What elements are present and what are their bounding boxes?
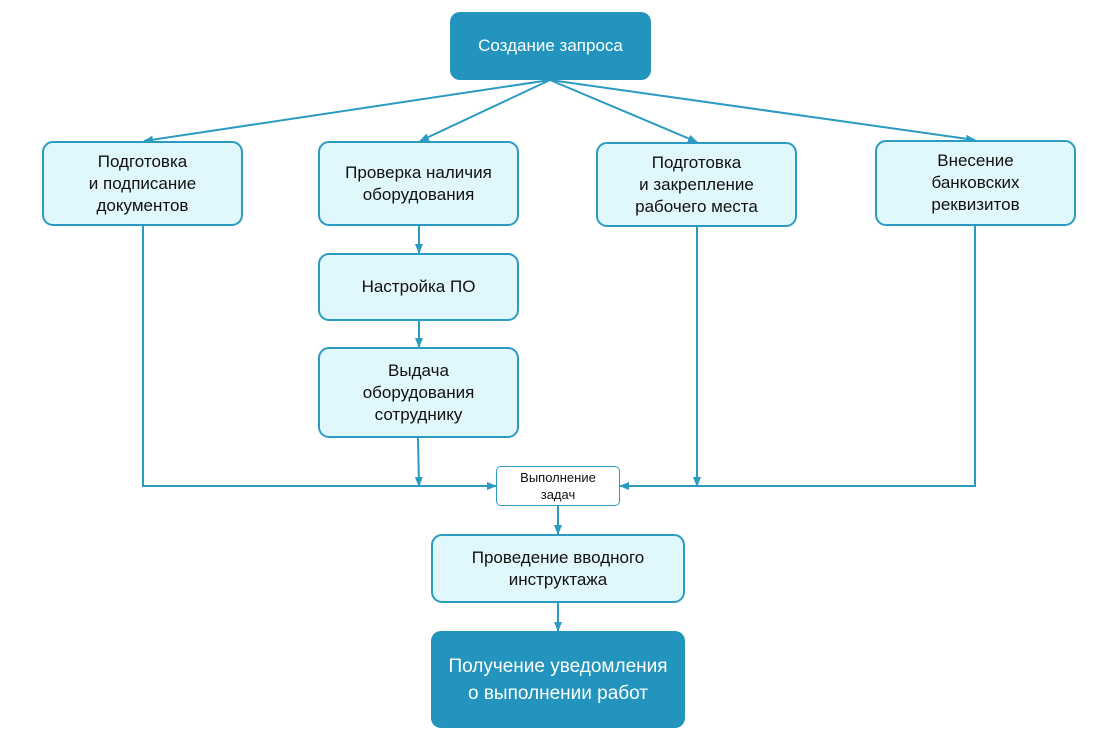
node-bank-details: Внесение банковских реквизитов — [875, 140, 1076, 226]
node-prepare-documents: Подготовка и подписание документов — [42, 141, 243, 226]
arrow-start-to-workplace — [549, 79, 698, 143]
node-software-setup: Настройка ПО — [318, 253, 519, 321]
arrow-bank-to-tasks — [619, 226, 976, 490]
arrow-start-to-bank — [549, 79, 976, 143]
node-task-execution: Выполнение задач — [496, 466, 620, 506]
arrow-start-to-check — [419, 79, 551, 142]
node-completion-notice: Получение уведомления о выполнении работ — [431, 631, 685, 728]
node-induction-briefing: Проведение вводного инструктажа — [431, 534, 685, 603]
node-create-request: Создание запроса — [450, 12, 651, 80]
node-check-equipment: Проверка наличия оборудования — [318, 141, 519, 226]
arrow-start-to-docs — [143, 79, 551, 144]
node-issue-equipment: Выдача оборудования сотруднику — [318, 347, 519, 438]
arrow-issue-down — [414, 437, 423, 487]
node-prepare-workplace: Подготовка и закрепление рабочего места — [596, 142, 797, 227]
